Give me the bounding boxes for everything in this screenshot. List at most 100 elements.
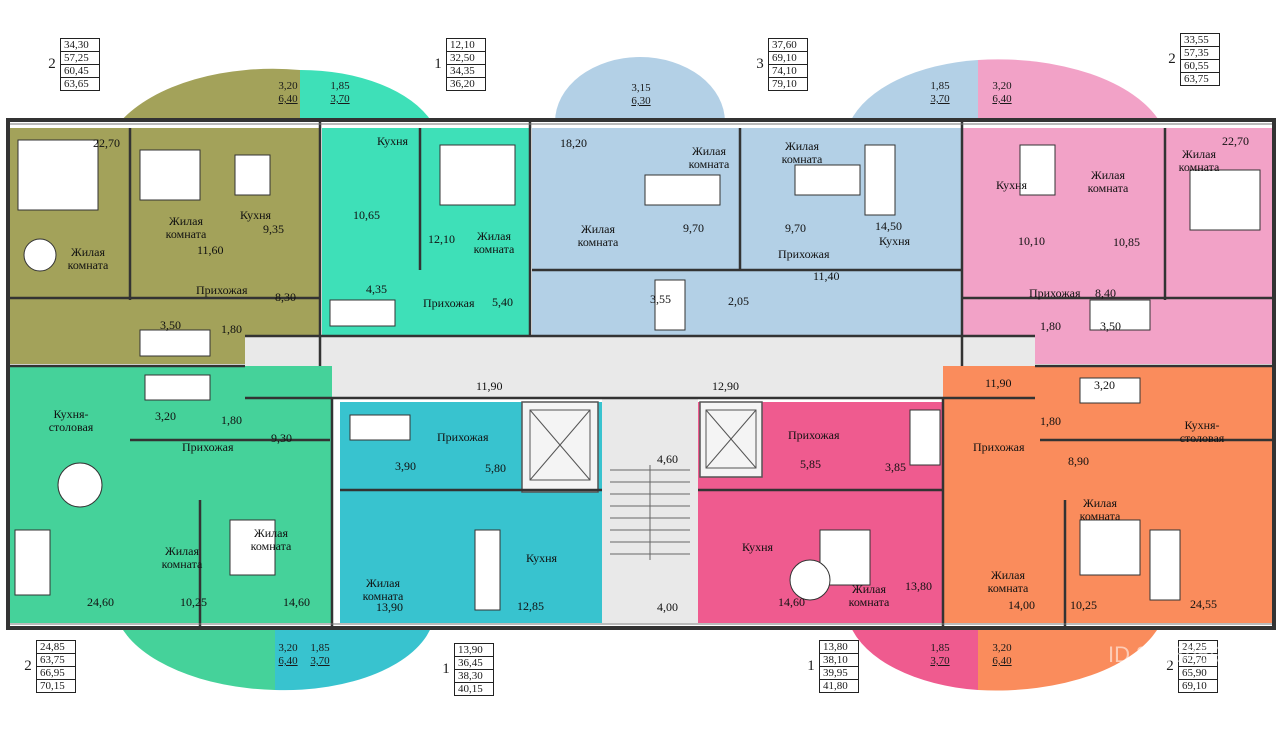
area-label: 8,40 xyxy=(1095,286,1116,300)
balcony-bulge-br xyxy=(850,625,978,690)
room-label: Кухня xyxy=(377,134,409,148)
room-label: Кухня xyxy=(240,208,272,222)
area-label: 11,40 xyxy=(813,269,840,283)
area-label: 2,05 xyxy=(728,294,749,308)
room-label: Прихожая xyxy=(778,247,830,261)
area-label: 9,70 xyxy=(683,221,704,235)
room-label: Жилая комната xyxy=(1087,168,1129,195)
corridor xyxy=(245,336,1035,398)
area-label: 22,70 xyxy=(1222,134,1249,148)
room-count: 1 xyxy=(434,56,442,72)
area-label: 10,65 xyxy=(353,208,380,222)
stairs xyxy=(610,465,690,560)
room-label: Жилая комната xyxy=(781,139,823,166)
room-label: Жилая комната xyxy=(250,526,292,553)
balcony-bulge-br2 xyxy=(978,625,1160,691)
area-label: 9,30 xyxy=(271,431,292,445)
balcony-bulge-tl2 xyxy=(300,69,432,122)
area-label: 18,20 xyxy=(560,136,587,150)
room-label: Кухня xyxy=(526,551,558,565)
room-label: Жилая комната xyxy=(67,245,109,272)
area-label: 3,50 xyxy=(160,318,181,332)
area-label: 4,35 xyxy=(366,282,387,296)
area-label: 3,90 xyxy=(395,459,416,473)
room-label: Прихожая xyxy=(973,440,1025,454)
area-label: 10,25 xyxy=(180,595,207,609)
area-label: 10,10 xyxy=(1018,234,1045,248)
area-label: 24,55 xyxy=(1190,597,1217,611)
area-label: 9,70 xyxy=(785,221,806,235)
area-label: 1,80 xyxy=(1040,319,1061,333)
room-label: Жилая комната xyxy=(577,222,619,249)
room-label: Жилая комната xyxy=(473,229,515,256)
room-label: Прихожая xyxy=(423,296,475,310)
room-label: Жилая комната xyxy=(1079,496,1121,523)
area-label: 3,50 xyxy=(1100,319,1121,333)
balcony-bulge-tr2 xyxy=(978,59,1160,122)
apartment-b4 xyxy=(943,366,1272,623)
area-label: 14,00 xyxy=(1008,598,1035,612)
area-label: 24,60 xyxy=(87,595,114,609)
area-label: 9,35 xyxy=(263,222,284,236)
area-label: 1,80 xyxy=(221,322,242,336)
room-label: Кухня- столовая xyxy=(1179,418,1225,445)
area-label: 3,55 xyxy=(650,292,671,306)
room-label: Жилая комната xyxy=(987,568,1029,595)
room-label: Жилая комната xyxy=(848,582,890,609)
room-count: 2 xyxy=(1166,658,1174,674)
room-label: Прихожая xyxy=(788,428,840,442)
room-count: 1 xyxy=(807,658,815,674)
interior-walls xyxy=(10,122,1272,626)
room-label: Прихожая xyxy=(437,430,489,444)
room-count: 1 xyxy=(442,661,450,677)
stair-area: 4,00 xyxy=(657,600,678,614)
area-label: 14,50 xyxy=(875,219,902,233)
room-label: Прихожая xyxy=(1029,286,1081,300)
area-label: 14,60 xyxy=(778,595,805,609)
area-label: 3,20 xyxy=(1094,378,1115,392)
area-label: 13,80 xyxy=(905,579,932,593)
room-label: Кухня xyxy=(996,178,1028,192)
area-label: 1,80 xyxy=(221,413,242,427)
room-label: Жилая комната xyxy=(362,576,404,603)
area-label: 5,40 xyxy=(492,295,513,309)
area-label: 14,60 xyxy=(283,595,310,609)
room-label: Кухня xyxy=(742,540,774,554)
room-label: Кухня- столовая xyxy=(48,407,94,434)
area-label: 10,85 xyxy=(1113,235,1140,249)
area-label: 12,10 xyxy=(428,232,455,246)
apartment-b1 xyxy=(10,366,332,623)
room-count: 2 xyxy=(48,56,56,72)
elevator-left xyxy=(521,401,599,493)
room-label: Прихожая xyxy=(182,440,234,454)
room-count: 3 xyxy=(756,56,764,72)
room-count: 2 xyxy=(24,658,32,674)
stair-area: 4,60 xyxy=(657,452,678,466)
area-label: 5,80 xyxy=(485,461,506,475)
room-label: Жилая комната xyxy=(161,544,203,571)
room-label: Прихожая xyxy=(196,283,248,297)
area-label: 5,85 xyxy=(800,457,821,471)
balcony-bulge-tr xyxy=(850,60,978,122)
area-label: 1,80 xyxy=(1040,414,1061,428)
balcony-bulge-tm xyxy=(555,57,725,122)
room-label: Жилая комната xyxy=(165,214,207,241)
balcony-bulge-tl xyxy=(120,68,300,122)
area-label: 13,90 xyxy=(376,600,403,614)
